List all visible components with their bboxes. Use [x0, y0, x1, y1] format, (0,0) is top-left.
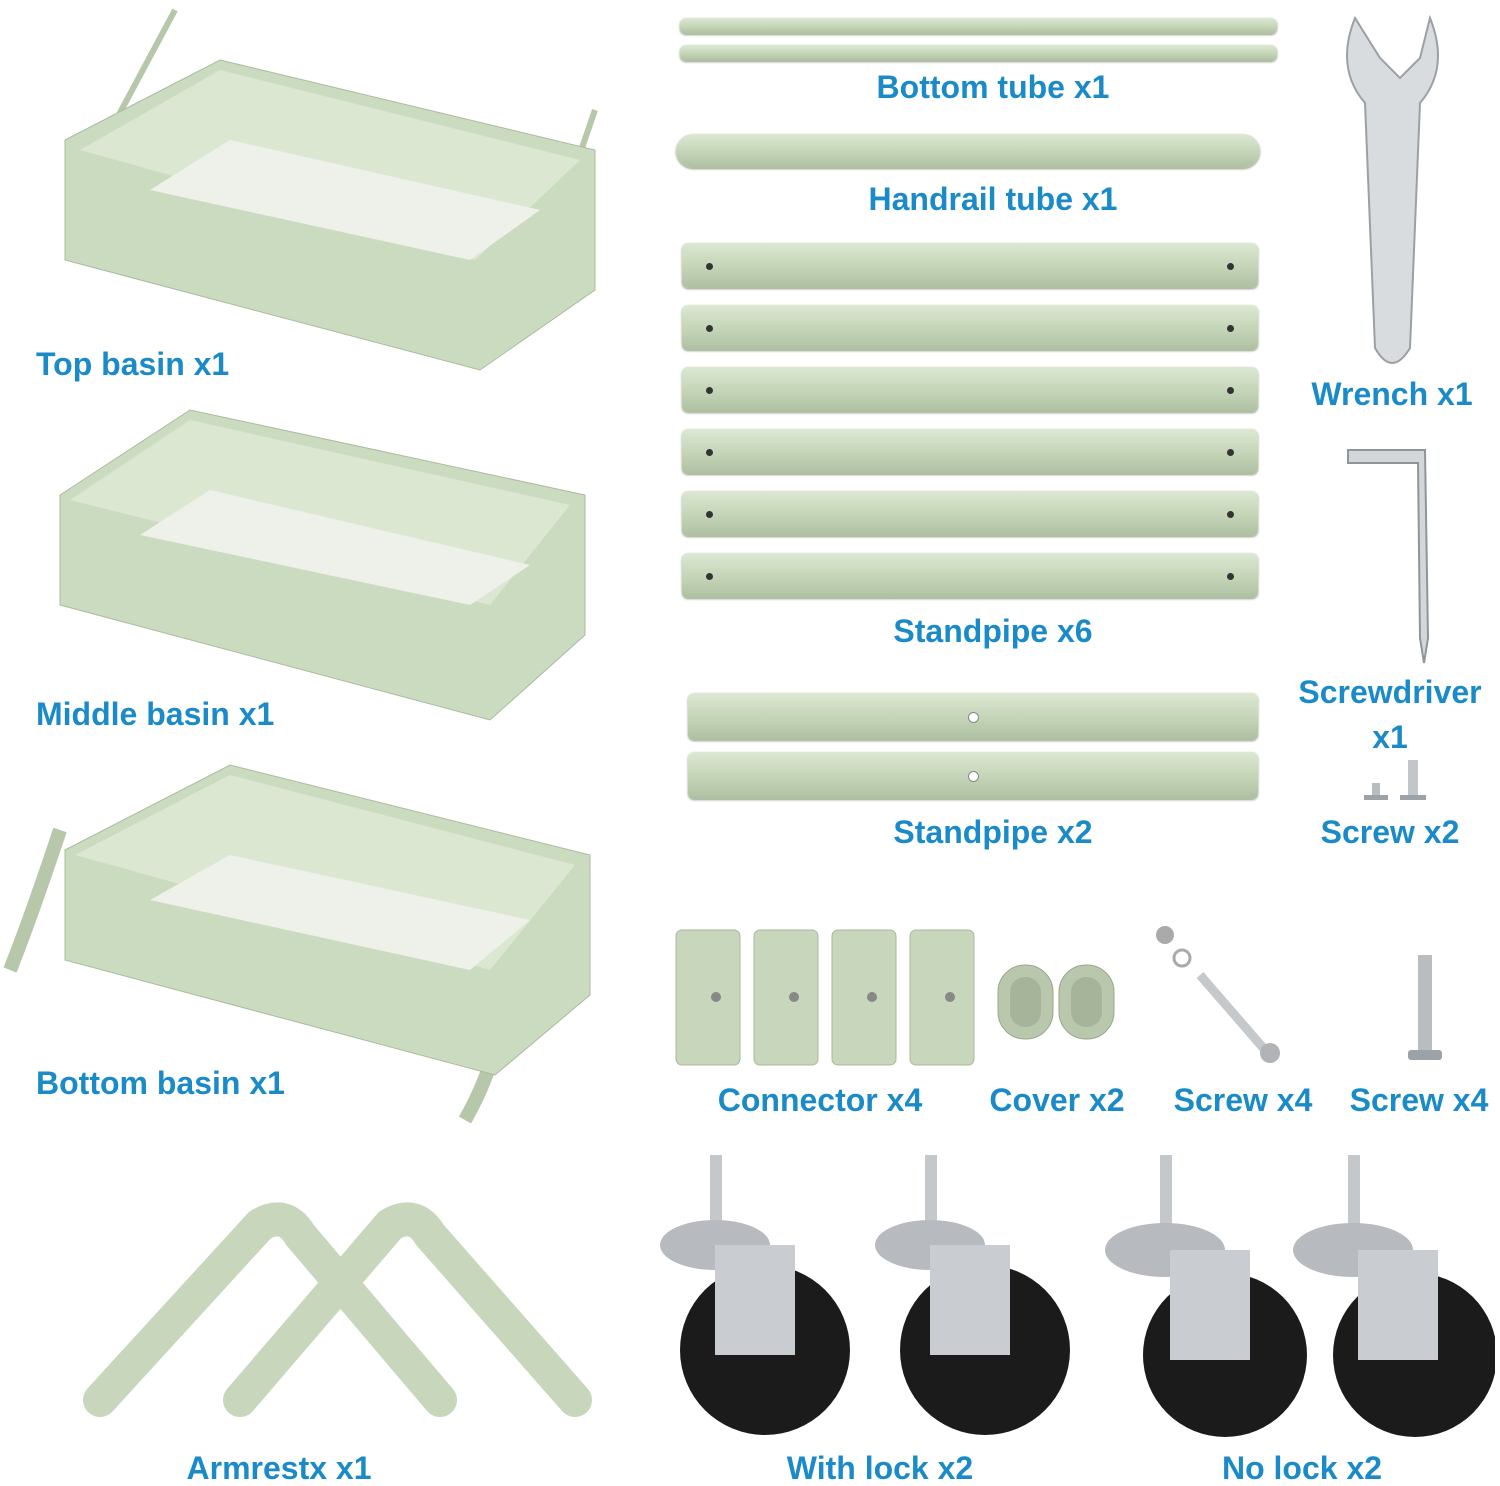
label-wrench: Wrench x1: [1311, 376, 1473, 412]
screwdriver-icon: [1347, 449, 1430, 664]
label-cover: Cover x2: [989, 1082, 1125, 1118]
label-armrest: Armrestx x1: [186, 1450, 372, 1486]
label-with-lock: With lock x2: [786, 1450, 974, 1486]
standpipe: [682, 367, 1258, 412]
standpipe: [682, 243, 1258, 288]
standpipe-short: [688, 693, 1258, 740]
label-connector: Connector x4: [717, 1082, 923, 1118]
bottom-basin: [3, 764, 591, 1124]
covers: [997, 964, 1115, 1040]
bolt-icon: [1156, 926, 1280, 1063]
bottom-tube: [680, 18, 1277, 34]
label-middle-basin: Middle basin x1: [36, 696, 275, 732]
standpipe: [682, 553, 1258, 598]
label-screw-x4-machine: Screw x4: [1349, 1082, 1489, 1118]
wrench-icon: [1346, 14, 1439, 364]
handrail-tube: [676, 134, 1260, 168]
casters-no-lock: [1105, 1155, 1495, 1437]
standpipe: [682, 305, 1258, 350]
label-bottom-basin: Bottom basin x1: [36, 1065, 285, 1101]
label-standpipe-x2: Standpipe x2: [893, 814, 1093, 850]
middle-basin: [59, 409, 586, 721]
label-standpipe-x6: Standpipe x6: [893, 613, 1093, 649]
standpipe-short: [688, 752, 1258, 799]
machine-screw-icon: [1408, 955, 1442, 1060]
standpipe: [682, 491, 1258, 536]
bottom-tube: [680, 45, 1277, 61]
label-screw-x4-bolt: Screw x4: [1173, 1082, 1313, 1118]
label-top-basin: Top basin x1: [36, 346, 230, 382]
label-no-lock: No lock x2: [1221, 1450, 1383, 1486]
top-basin: [64, 8, 598, 371]
label-screwdriver-qty: x1: [1372, 719, 1408, 755]
standpipe: [682, 429, 1258, 474]
label-screwdriver: Screwdriver: [1298, 674, 1482, 710]
label-handrail-tube: Handrail tube x1: [868, 181, 1118, 217]
label-bottom-tube: Bottom tube x1: [876, 69, 1110, 105]
screw-pair-icon: [1364, 760, 1426, 800]
armrest: [83, 1202, 592, 1417]
label-screw-x2: Screw x2: [1320, 814, 1460, 850]
connectors: [675, 929, 975, 1066]
casters-with-lock: [660, 1155, 1070, 1435]
